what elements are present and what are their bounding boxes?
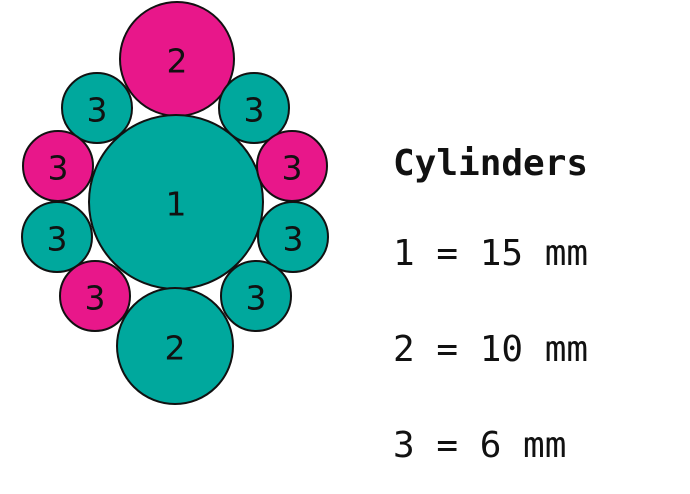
cylinder-label-center-1: 1: [166, 185, 187, 224]
legend-row-cylinder-2: 2 = 10 mm: [393, 329, 589, 370]
cylinder-label-upper-right-3: 3: [244, 91, 265, 130]
cylinder-legend: Cylinders 1 = 15 mm 2 = 10 mm 3 = 6 mm: [393, 103, 588, 494]
cylinder-label-bottom-2: 2: [165, 329, 186, 368]
cylinder-top-2: 2: [119, 1, 235, 117]
cylinder-label-mid-right-3: 3: [282, 149, 303, 188]
cylinder-label-bottom-left-3: 3: [85, 279, 106, 318]
cylinder-bottom-left-3: 3: [59, 260, 131, 332]
cylinder-circle-upper-left-3: [61, 72, 133, 144]
cylinder-label-lower-left-3: 3: [47, 220, 68, 259]
cylinder-label-top-2: 2: [167, 42, 188, 81]
legend-row-cylinder-1: 1 = 15 mm: [393, 233, 589, 274]
cylinder-circle-mid-right-3: [256, 130, 328, 202]
cylinder-upper-left-3: 3: [61, 72, 133, 144]
cylinder-circle-lower-left-3: [21, 201, 93, 273]
cylinder-mid-left-3: 3: [22, 130, 94, 202]
cylinder-bottom-right-3: 3: [220, 260, 292, 332]
cylinder-circle-upper-right-3: [218, 72, 290, 144]
cylinder-circle-bottom-right-3: [220, 260, 292, 332]
cylinder-lower-right-3: 3: [257, 201, 329, 273]
legend-title: Cylinders: [393, 143, 589, 184]
cylinder-label-bottom-right-3: 3: [246, 279, 267, 318]
cylinder-circle-bottom-left-3: [59, 260, 131, 332]
legend-row-cylinder-3: 3 = 6 mm: [393, 425, 567, 466]
cylinder-upper-right-3: 3: [218, 72, 290, 144]
cylinder-circle-bottom-2: [116, 287, 234, 405]
cylinder-mid-right-3: 3: [256, 130, 328, 202]
cylinder-circle-mid-left-3: [22, 130, 94, 202]
cylinder-label-upper-left-3: 3: [87, 91, 108, 130]
cylinder-circle-lower-right-3: [257, 201, 329, 273]
cylinder-bottom-2: 2: [116, 287, 234, 405]
cylinder-label-mid-left-3: 3: [48, 149, 69, 188]
cylinder-center-1: 1: [88, 114, 264, 290]
cylinder-label-lower-right-3: 3: [283, 220, 304, 259]
cylinder-lower-left-3: 3: [21, 201, 93, 273]
